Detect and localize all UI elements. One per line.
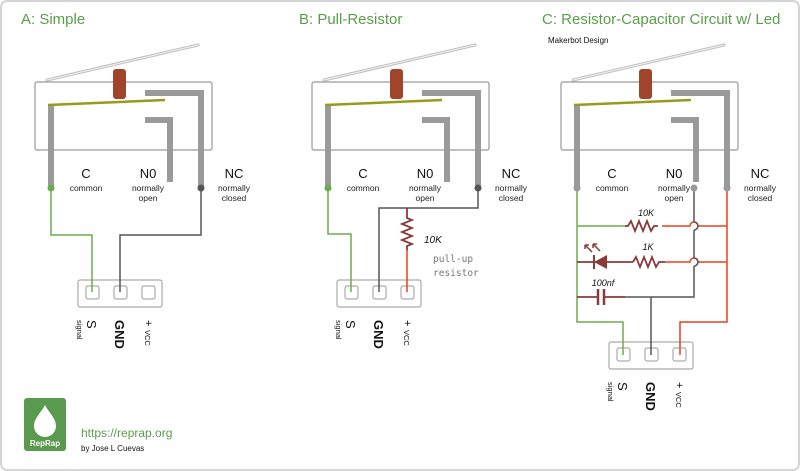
signal-wire — [576, 188, 624, 355]
label-no: N0 — [666, 166, 683, 181]
contact-arm — [324, 98, 443, 107]
pullup-label: pull-up — [433, 254, 473, 265]
label-nc-desc: closed — [222, 193, 247, 203]
microswitch: C common N0 normally open NC normally cl… — [34, 43, 251, 203]
label-no-desc: normally — [658, 183, 691, 193]
panel-b-title: B: Pull-Resistor — [299, 11, 402, 28]
contact-arm — [47, 98, 166, 107]
label-no-desc: open — [665, 193, 684, 203]
nc-dot — [723, 184, 731, 192]
nc-dot — [197, 184, 205, 192]
microswitch-b: C common N0 normally open NC normally cl… — [311, 43, 528, 203]
connector: S signal GND + VCC — [75, 279, 163, 349]
label-gnd: GND — [112, 320, 127, 349]
signal-wire — [327, 188, 352, 292]
label-nc: NC — [502, 166, 521, 181]
capacitor-label: 100nf — [592, 278, 616, 288]
resistor-value: 10K — [424, 235, 443, 246]
label-c: C — [81, 166, 90, 181]
panel-a-wires — [47, 184, 205, 292]
reprap-link[interactable]: https://reprap.org — [81, 426, 172, 440]
label-signal: signal — [334, 320, 343, 340]
light-arrows-icon — [584, 243, 601, 253]
led-icon — [594, 255, 607, 269]
vcc-wire — [679, 188, 728, 355]
nc-terminal — [145, 90, 204, 188]
label-nc-desc: normally — [744, 183, 777, 193]
signal-wire — [50, 188, 93, 292]
reprap-logo: RepRap — [24, 398, 66, 451]
label-vcc: VCC — [143, 330, 152, 346]
panel-c-subtitle: Makerbot Design — [548, 36, 608, 45]
pullup-label: resistor — [433, 268, 479, 279]
contact-arm — [573, 98, 692, 107]
label-nc: NC — [225, 166, 244, 181]
resistor-1k-label: 1K — [642, 242, 654, 252]
resistor-10k — [625, 218, 658, 234]
label-plus: + — [673, 382, 685, 388]
label-common: common — [70, 183, 103, 193]
label-vcc: VCC — [674, 392, 683, 408]
panel-b-wires: 10K pull-up resistor — [324, 184, 482, 292]
no-terminal — [422, 117, 450, 182]
label-s: S — [615, 382, 630, 391]
label-common: common — [347, 183, 380, 193]
nc-dot — [474, 184, 482, 192]
label-no-desc: normally — [409, 183, 442, 193]
label-c: C — [358, 166, 367, 181]
label-common: common — [596, 183, 629, 193]
drop-icon — [34, 405, 56, 437]
panel-c-wires: 10K 1K 100nf — [573, 184, 731, 355]
no-terminal — [145, 117, 173, 182]
pin-vcc — [141, 285, 156, 300]
switch-plunger — [639, 69, 652, 99]
author-credit: by Jose L Cuevas — [81, 444, 144, 453]
label-c: C — [607, 166, 616, 181]
label-nc: NC — [751, 166, 770, 181]
label-no-desc: open — [416, 193, 435, 203]
label-no: N0 — [417, 166, 434, 181]
label-nc-desc: closed — [499, 193, 524, 203]
switch-plunger — [113, 69, 126, 99]
label-nc-desc: normally — [495, 183, 528, 193]
gnd-wire — [119, 188, 202, 292]
label-gnd: GND — [371, 320, 386, 349]
resistor-1k — [632, 254, 665, 270]
logo-text: RepRap — [30, 439, 60, 448]
gnd-wire — [378, 188, 479, 292]
common-dot — [324, 184, 332, 192]
panel-a-title: A: Simple — [21, 11, 85, 28]
label-plus: + — [142, 320, 154, 326]
resistor-10k-label: 10K — [638, 208, 655, 218]
nc-terminal — [671, 90, 730, 188]
label-no-desc: open — [139, 193, 158, 203]
label-nc-desc: closed — [748, 193, 773, 203]
no-terminal — [671, 117, 699, 182]
no-dot — [690, 184, 698, 192]
label-vcc: VCC — [402, 330, 411, 346]
pullup-resistor — [399, 208, 415, 250]
microswitch-c: C common N0 normally open NC normally cl… — [560, 43, 777, 203]
no-wire — [625, 188, 695, 298]
label-signal: signal — [75, 320, 84, 340]
panel-c-title: C: Resistor-Capacitor Circuit w/ Led — [542, 11, 780, 28]
label-no-desc: normally — [132, 183, 165, 193]
label-nc-desc: normally — [218, 183, 251, 193]
label-no: N0 — [140, 166, 157, 181]
label-s: S — [343, 320, 358, 329]
common-dot — [573, 184, 581, 192]
label-signal: signal — [606, 382, 615, 402]
switch-plunger — [390, 69, 403, 99]
nc-terminal — [422, 90, 481, 188]
label-s: S — [84, 320, 99, 329]
common-dot — [47, 184, 55, 192]
label-plus: + — [401, 320, 413, 326]
label-gnd: GND — [643, 382, 658, 411]
